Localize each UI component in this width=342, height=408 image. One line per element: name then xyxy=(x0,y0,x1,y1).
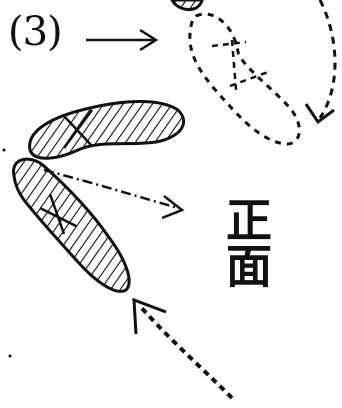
top-footprint-fragment xyxy=(172,0,202,10)
arrow-right-icon xyxy=(86,30,156,50)
stray-mark xyxy=(9,355,12,358)
stray-mark xyxy=(3,149,6,152)
direction-label: 正面 xyxy=(210,196,270,288)
dashed-arrow-right-curve xyxy=(306,0,335,122)
footprint-hatched-upper xyxy=(30,102,184,159)
footprint-dashed-icon xyxy=(190,14,300,144)
step-label: (3) xyxy=(8,12,62,52)
dashed-arrow-bottom xyxy=(134,300,232,398)
footprint-hatched-lower xyxy=(13,159,129,291)
